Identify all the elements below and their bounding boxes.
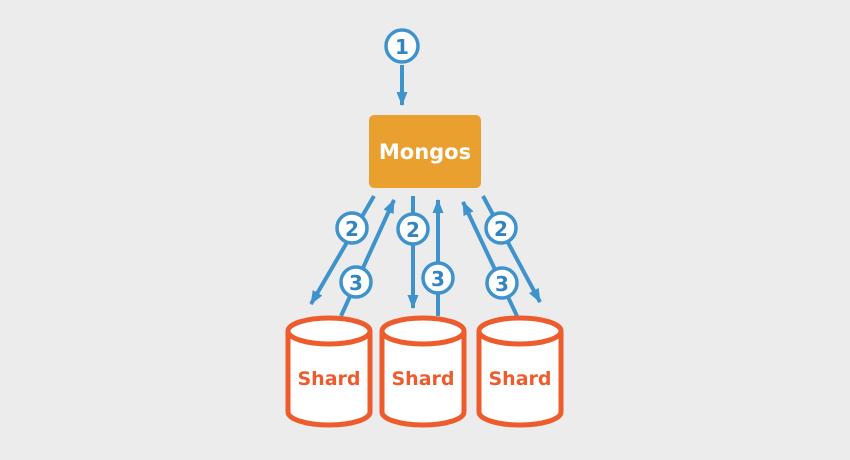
mongos-node: Mongos	[369, 115, 481, 188]
shard-node-2: Shard	[379, 315, 467, 428]
step1-number: 1	[395, 35, 409, 59]
shard1-cylinder-top	[285, 315, 373, 347]
step3-left-circle	[339, 265, 373, 299]
shard1-label: Shard	[297, 368, 360, 390]
shard3-label: Shard	[488, 368, 551, 390]
shard-node-3: Shard	[476, 315, 564, 428]
step2-left-circle	[335, 211, 369, 245]
step3-right-circle	[485, 266, 519, 300]
step3-left-number: 3	[349, 271, 363, 295]
step1-circle	[384, 28, 420, 64]
step-badge-2-middle: 2	[396, 212, 430, 246]
step-badge-2-right: 2	[484, 211, 518, 245]
shard3-cylinder-body	[476, 331, 564, 428]
mongos-to-shard1-arrow	[309, 194, 376, 306]
shard2-cylinder-body	[379, 331, 467, 428]
shard3-cylinder-top	[476, 315, 564, 347]
mongos-box	[369, 115, 481, 188]
step3-middle-number: 3	[431, 267, 445, 291]
step2-right-number: 2	[494, 217, 508, 241]
step-badge-3-left: 3	[339, 265, 373, 299]
shard2-cylinder-top	[379, 315, 467, 347]
step2-left-number: 2	[345, 217, 359, 241]
step3-middle-circle	[421, 261, 455, 295]
shard1-cylinder-body	[285, 331, 373, 428]
step-badge-3-middle: 3	[421, 261, 455, 295]
step-badge-1: 1	[384, 28, 420, 64]
step3-right-number: 3	[495, 272, 509, 296]
step2-right-circle	[484, 211, 518, 245]
step-badge-3-right: 3	[485, 266, 519, 300]
step-badge-2-left: 2	[335, 211, 369, 245]
shard-node-1: Shard	[285, 315, 373, 428]
shard2-label: Shard	[391, 368, 454, 390]
mongos-label: Mongos	[379, 140, 471, 164]
step2-middle-circle	[396, 212, 430, 246]
step2-middle-number: 2	[406, 218, 420, 242]
